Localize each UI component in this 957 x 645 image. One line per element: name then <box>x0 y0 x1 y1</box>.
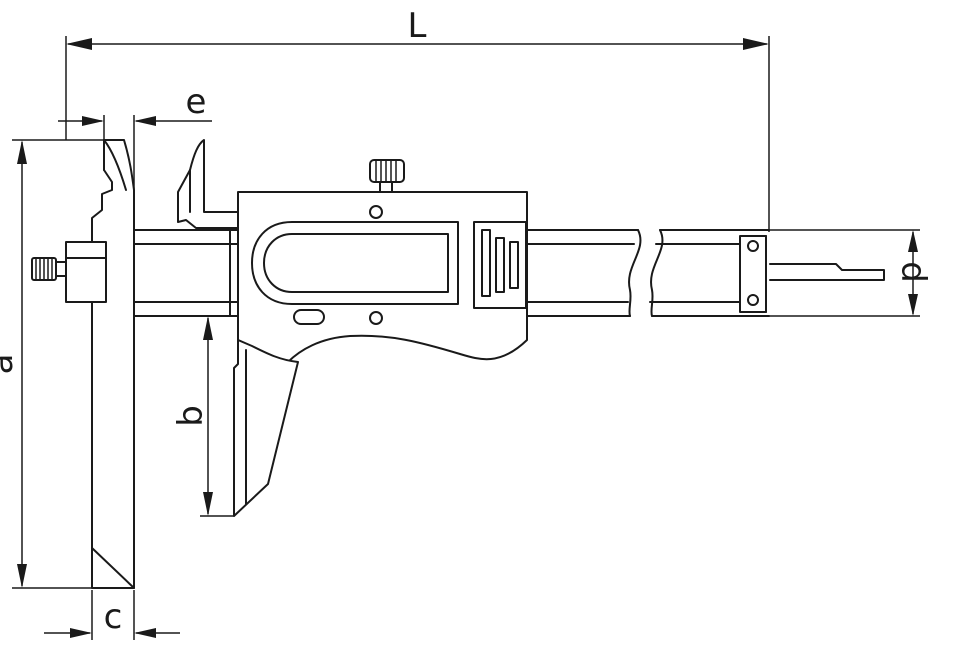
depth-rod-end <box>739 235 885 313</box>
arrow-c-right <box>134 628 156 638</box>
dimension-e: e <box>58 82 212 190</box>
label-l: L <box>408 6 427 46</box>
slider-body <box>237 159 528 363</box>
end-cap-screw-bottom <box>747 294 759 306</box>
dimension-l: L <box>65 6 770 232</box>
arrow-c-left <box>70 628 92 638</box>
fixed-jaw-body <box>91 139 135 589</box>
arrow-l-right <box>743 38 769 50</box>
arrow-b-top <box>203 316 213 340</box>
arrow-l-left <box>66 38 92 50</box>
label-d: d <box>893 261 933 283</box>
slider-screw-bottom <box>369 311 383 325</box>
dimension-c: c <box>44 590 180 640</box>
button-panel <box>473 221 527 309</box>
label-b: b <box>171 405 211 427</box>
end-cap-plate <box>739 235 767 313</box>
break-line-left <box>628 229 642 317</box>
break-line-right <box>650 229 664 317</box>
display-frame <box>251 221 459 305</box>
arrow-a-top <box>17 140 27 164</box>
panel-button-1 <box>481 229 491 297</box>
lock-knob-stem <box>55 261 67 277</box>
panel-button-2 <box>495 237 505 293</box>
label-a: a <box>0 354 21 375</box>
display-screen <box>263 233 449 293</box>
depth-rod <box>769 263 885 281</box>
arrow-a-bottom <box>17 564 27 588</box>
arrow-d-top <box>908 230 918 252</box>
dimension-d: d <box>769 229 933 317</box>
arrow-e-right <box>134 116 156 126</box>
fixed-jaw-block <box>65 241 107 303</box>
lower-sliding-jaw <box>233 339 299 517</box>
thumb-wheel-icon <box>369 159 405 183</box>
fixed-jaw-bevel <box>91 547 135 589</box>
slider-screw-top <box>369 205 383 219</box>
thumb-wheel-stem <box>379 181 393 193</box>
lower-jaw-body <box>233 339 299 517</box>
fixed-jaw <box>31 139 135 589</box>
upper-sliding-jaw <box>177 139 239 229</box>
fixed-jaw-tip-curve <box>103 139 127 191</box>
slider-button-oval <box>293 309 325 325</box>
label-c: c <box>104 597 123 637</box>
label-e: e <box>186 82 207 122</box>
end-cap-screw-top <box>747 240 759 252</box>
slider-housing <box>237 191 528 363</box>
dimension-a: a <box>0 139 104 589</box>
arrow-e-left <box>82 116 104 126</box>
arrow-b-bottom <box>203 492 213 516</box>
upper-jaw-body <box>177 139 239 229</box>
dimension-b: b <box>171 315 236 517</box>
panel-button-3 <box>509 241 519 289</box>
arrow-d-bottom <box>908 294 918 316</box>
